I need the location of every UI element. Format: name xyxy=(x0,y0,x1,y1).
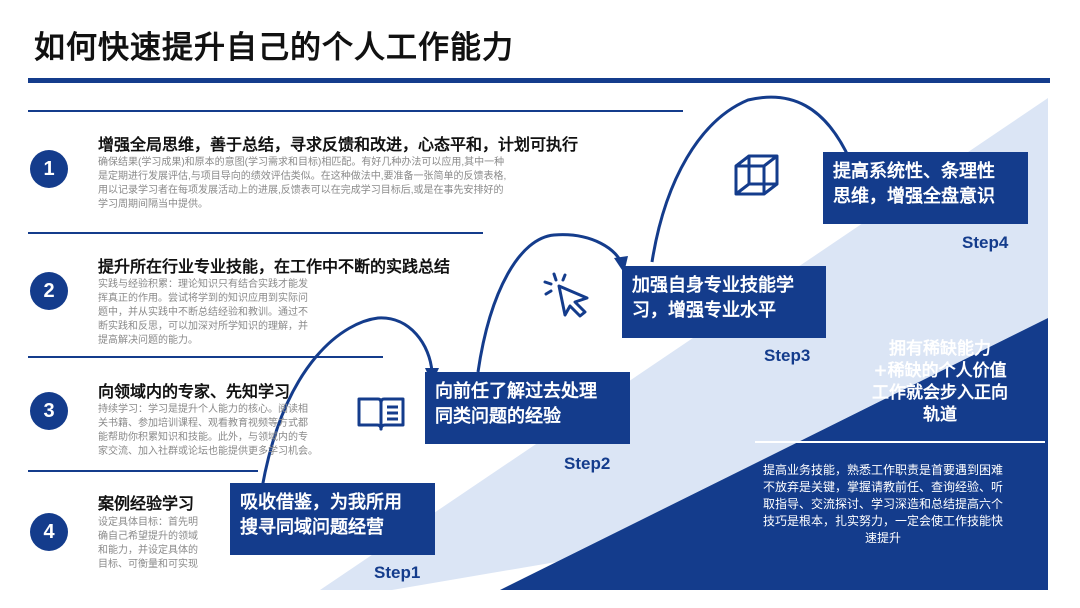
number-badge-4: 4 xyxy=(30,513,68,551)
arc-step1 xyxy=(260,316,434,489)
step2-box: 向前任了解过去处理同类问题的经验 xyxy=(425,372,630,444)
step1-box: 吸收借鉴，为我所用搜寻同域问题经营 xyxy=(230,483,435,555)
cube-icon xyxy=(734,154,779,196)
arc-step2 xyxy=(476,233,624,373)
number-badge-2: 2 xyxy=(30,272,68,310)
summary-divider xyxy=(755,441,1045,443)
summary-text: 提高业务技能，熟悉工作职责是首要遇到困难不放弃是关键，掌握请教前任、查询经验、听… xyxy=(762,463,1003,545)
item-title-3: 向领域内的专家、先知学习 xyxy=(98,382,291,401)
list-divider xyxy=(28,470,258,472)
list-divider xyxy=(28,110,683,112)
book-icon xyxy=(357,397,405,431)
step4-label: Step4 xyxy=(962,233,1009,252)
number-badge-3: 3 xyxy=(30,392,68,430)
title-underline xyxy=(28,78,1050,83)
list-divider xyxy=(28,232,483,234)
step2-label: Step2 xyxy=(564,454,611,473)
dark-blue-triangle xyxy=(500,318,1048,590)
step3-label: Step3 xyxy=(764,346,811,365)
summary-title: 拥有稀缺能力+稀缺的个人价值 工作就会步入正向轨道 xyxy=(872,339,1008,425)
item-text-2: 实践与经验积累：理论知识只有结合实践才能发挥真正的作用。尝试将学到的知识应用到实… xyxy=(98,279,308,346)
step4-box: 提高系统性、条理性思维，增强全盘意识 xyxy=(823,152,1028,224)
list-divider xyxy=(28,356,383,358)
item-text-1: 确保结果(学习成果)和原本的意图(学习需求和目标)相匹配。有好几种办法可以应用,… xyxy=(98,157,507,210)
cursor-click-icon xyxy=(543,272,589,318)
page-title: 如何快速提升自己的个人工作能力 xyxy=(34,30,514,66)
step1-label: Step1 xyxy=(374,563,421,582)
item-title-4: 案例经验学习 xyxy=(98,494,195,513)
number-badge-1: 1 xyxy=(30,150,68,188)
item-text-3: 持续学习：学习是提升个人能力的核心。阅读相关书籍、参加培训课程、观看教育视频等方… xyxy=(98,404,318,457)
arc-step3 xyxy=(650,95,852,263)
step3-box: 加强自身专业技能学习，增强专业水平 xyxy=(622,266,826,338)
item-text-4: 设定具体目标：首先明确自己希望提升的领域 和能力，并设定具体的目标、可衡量和可实… xyxy=(98,517,198,570)
item-title-1: 增强全局思维，善于总结，寻求反馈和改进，心态平和，计划可执行 xyxy=(98,135,579,154)
item-title-2: 提升所在行业专业技能，在工作中不断的实践总结 xyxy=(98,257,451,276)
step-arrows xyxy=(260,95,852,489)
